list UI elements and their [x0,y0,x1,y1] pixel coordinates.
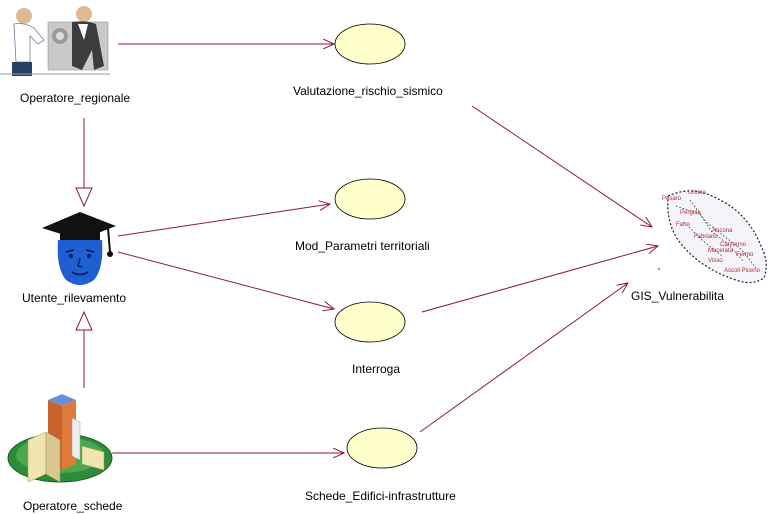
generalization-arrowhead [75,310,93,331]
businessmen-icon[interactable] [0,6,110,76]
map-town-label: Pesaro [662,196,682,202]
map-icon[interactable]: Pesaro UrbinoPergolaFanoFabrianoAnconaMac… [657,190,767,284]
map-town-label: Fermo [736,252,754,258]
usecase-interroga-ellipse[interactable] [334,301,406,343]
use-cases [334,23,418,469]
actor-label-operatore-schede: Operatore_schede [23,499,123,513]
map-town-label: Fano [676,222,690,228]
usecase-label-interroga: Interroga [352,362,401,376]
map-town-label: Ascoli Piceno [724,268,761,274]
map-town-label: Macerata [708,248,734,254]
assoc-valutazione-gis [471,105,652,227]
generalization-arrowhead [75,187,93,208]
map-town-label: Camerino [720,242,747,248]
usecase-schede-ellipse[interactable] [346,427,418,469]
associations [112,44,658,453]
assoc-interroga-gis [421,246,658,313]
assoc-utente-mod-parametri [117,204,330,237]
usecase-label-valutazione: Valutazione_rischio_sismico [293,84,443,98]
map-town-label: Ancona [712,228,733,234]
map-town-label: Pergola [680,210,701,216]
map-labels: Pesaro UrbinoPergolaFanoFabrianoAnconaMac… [662,190,761,274]
map-town-label: Urbino [688,190,706,196]
usecase-label-mod-parametri: Mod_Parametri territoriali [295,239,430,253]
graduate-head-icon[interactable] [42,212,116,285]
actor-label-operatore-regionale: Operatore_regionale [20,91,131,105]
actor-label-gis-vulnerabilita: GIS_Vulnerabilita [631,289,724,303]
buildings-icon[interactable] [7,394,113,483]
assoc-utente-interroga [117,251,334,309]
map-town-label: Fabriano [694,234,718,240]
generalizations [75,118,93,388]
usecase-mod-parametri-ellipse[interactable] [334,178,406,220]
assoc-schede-gis [419,283,628,433]
map-town-label: Visso [708,258,723,264]
usecase-valutazione-ellipse[interactable] [334,23,406,65]
usecase-label-schede: Schede_Edifici-infrastrutture [305,489,456,503]
actor-label-utente-rilevamento: Utente_rilevamento [22,291,127,305]
